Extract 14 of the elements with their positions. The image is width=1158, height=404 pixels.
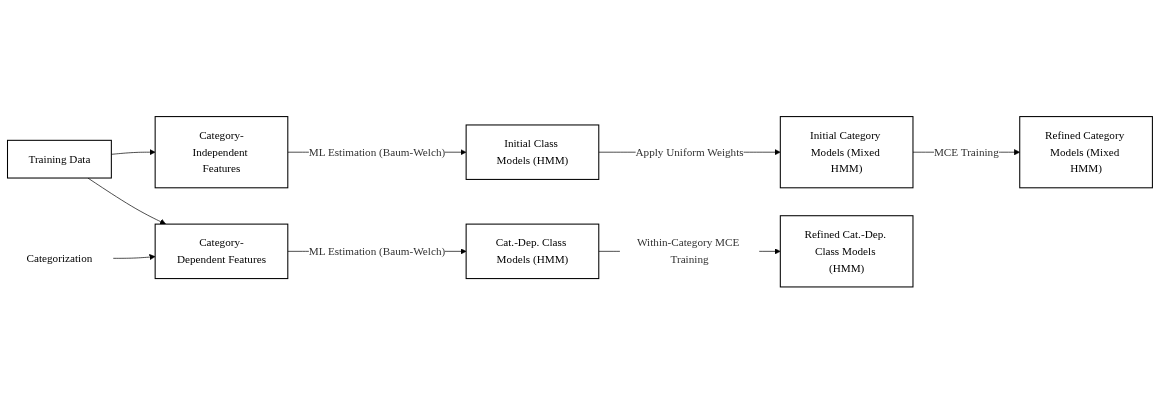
node-box: Initial Category Models (Mixed HMM) — [779, 116, 914, 189]
node-box: Refined Cat.-Dep. Class Models (HMM) — [779, 215, 914, 288]
edge-label: MCE Training — [933, 146, 999, 159]
edge-label: ML Estimation (Baum-Welch) — [308, 146, 446, 159]
node-box: Refined Category Models (Mixed HMM) — [1019, 116, 1153, 189]
node-box: Cat.-Dep. Class Models (HMM) — [465, 223, 600, 280]
node-box: Training Data — [6, 140, 112, 179]
node-box: Category-Independent Features — [154, 116, 289, 189]
edge-label: ML Estimation (Baum-Welch) — [308, 245, 446, 258]
edge-label: Within-Category MCE Training — [637, 236, 740, 266]
node-box: Initial Class Models (HMM) — [465, 124, 600, 181]
node-box: Category-Dependent Features — [154, 223, 289, 280]
edge-label: Apply Uniform Weights — [635, 146, 744, 159]
node-text: Categorization — [26, 252, 93, 265]
